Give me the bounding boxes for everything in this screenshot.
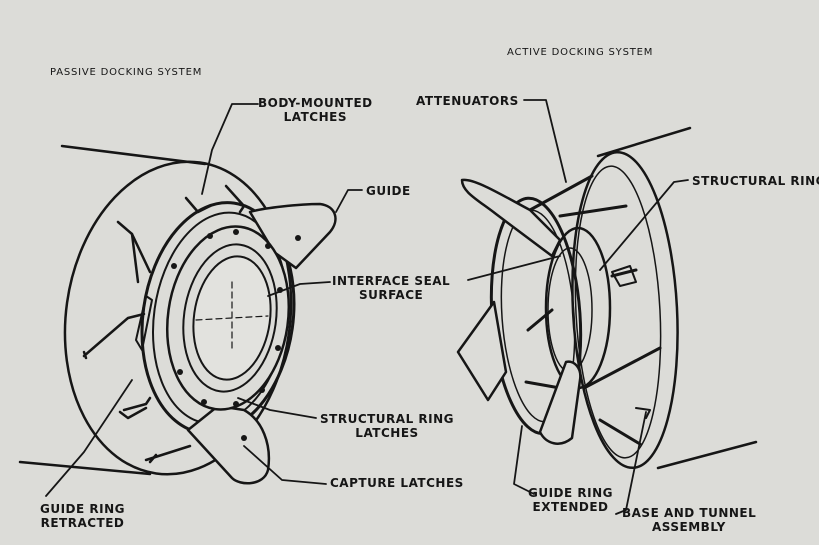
leader-interface-seal (267, 281, 331, 297)
leader-attenuators (523, 99, 567, 183)
leader-structural-ring (599, 179, 689, 271)
leader-interface-seal-active (467, 255, 561, 281)
passive-body-bottom-line (18, 460, 152, 476)
passive-title: PASSIVE DOCKING SYSTEM (50, 67, 203, 78)
active-attenuators (524, 174, 662, 446)
leader-base-tunnel (615, 411, 647, 515)
passive-docking-system (18, 144, 337, 485)
active-base-flange-inner (574, 165, 662, 459)
active-guide-petal-bottom (538, 360, 582, 445)
passive-guide-petal-left (135, 295, 153, 351)
active-guide-petal-top (460, 178, 562, 258)
active-guide-petal-left (456, 300, 508, 402)
label-base-tunnel-assembly: BASE AND TUNNEL ASSEMBLY (622, 506, 757, 534)
active-title: ACTIVE DOCKING SYSTEM (507, 47, 654, 58)
leader-structural-ring-latches (237, 397, 317, 419)
passive-back-flange (63, 160, 293, 476)
active-body-top-line (596, 126, 692, 158)
active-base-flange (571, 150, 679, 470)
active-capture-latch-lower (635, 407, 651, 419)
label-body-mounted-latches: BODY-MOUNTED LATCHES (258, 96, 373, 124)
active-body-bottom-line (656, 440, 758, 470)
label-guide-ring-retracted: GUIDE RING RETRACTED (40, 502, 125, 530)
label-attenuators: ATTENUATORS (416, 94, 519, 108)
leader-capture-latches (243, 445, 327, 485)
leader-guide (335, 189, 363, 213)
leader-guide-ring-extended (513, 425, 535, 495)
active-capture-latch-right (611, 265, 637, 287)
passive-window-crosshair (195, 281, 269, 353)
passive-guide-petal-top (248, 202, 337, 270)
active-docking-system (456, 126, 758, 470)
leader-body-mounted-latches (201, 103, 259, 195)
passive-structural-ring-inner (182, 243, 278, 393)
passive-guide-petal-bottom (186, 404, 271, 485)
label-interface-seal-surface: INTERFACE SEAL SURFACE (332, 274, 451, 302)
label-capture-latches: CAPTURE LATCHES (330, 476, 464, 490)
leader-lines (45, 99, 689, 515)
label-guide-ring-extended: GUIDE RING EXTENDED (528, 486, 613, 514)
leader-guide-ring-retracted (45, 379, 133, 497)
label-guide: GUIDE (366, 184, 411, 198)
label-structural-ring-latches: STRUCTURAL RING LATCHES (320, 412, 454, 440)
label-structural-ring: STRUCTURAL RING (692, 174, 819, 188)
active-tunnel-inner (547, 247, 593, 373)
